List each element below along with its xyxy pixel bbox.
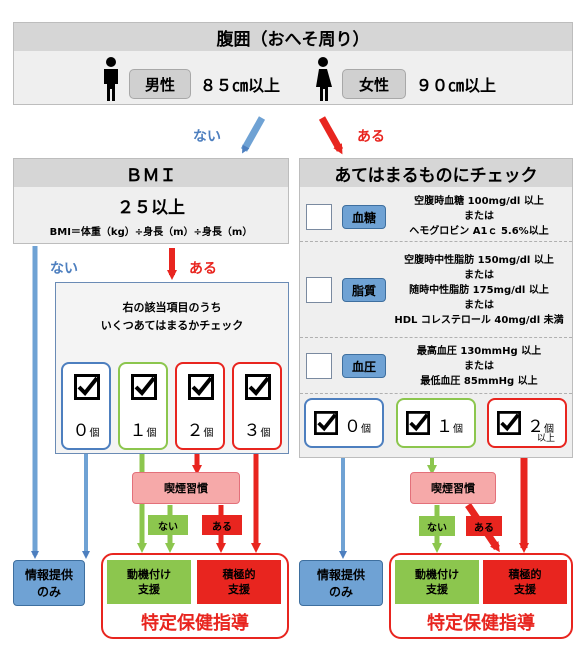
female-value: ９０㎝以上 bbox=[416, 76, 497, 95]
bmi-smoking-no: ない bbox=[148, 515, 188, 535]
waist-title: 腹囲（おへそ周り） bbox=[14, 23, 572, 51]
bmi-yes-label: ある bbox=[189, 261, 217, 277]
check-count-card: １個 bbox=[396, 398, 476, 448]
count-suffix: 以上 bbox=[537, 434, 556, 444]
check-item-condition: HDL コレステロール 40mg/dl 未満 bbox=[394, 315, 564, 326]
bmi-count-card: ３個 bbox=[232, 362, 282, 450]
check-item-condition: 随時中性脂肪 175mg/dl 以上 bbox=[409, 285, 549, 296]
bmi-info-line2: のみ bbox=[36, 585, 61, 599]
check-item-row: 血圧 最高血圧 130mmHg 以上または最低血圧 85mmHg 以上 bbox=[300, 338, 572, 394]
check-guidance-label: 特定保健指導 bbox=[427, 613, 535, 634]
bmi-formula: BMI＝体重（kg）÷身長（m）÷身長（m） bbox=[49, 226, 253, 238]
arrow-waist-no bbox=[240, 116, 266, 154]
empty-checkbox-icon[interactable] bbox=[306, 277, 332, 303]
count-number: ３ bbox=[243, 421, 261, 441]
bmi-guidance-label: 特定保健指導 bbox=[141, 613, 249, 634]
check-item-condition: または bbox=[464, 211, 494, 222]
waist-no-label: ない bbox=[193, 129, 221, 145]
check-smoking-box: 喫煙習慣 bbox=[410, 472, 496, 504]
bmi-active-line1: 積極的 bbox=[222, 568, 256, 581]
bmi-active-line2: 支援 bbox=[228, 583, 250, 596]
checkbox-checked-icon bbox=[245, 374, 271, 404]
bmi-info-line1: 情報提供 bbox=[24, 568, 73, 582]
check-info-line2: のみ bbox=[328, 585, 353, 599]
bmi-smoking-box: 喫煙習慣 bbox=[132, 472, 240, 504]
count-unit: 個 bbox=[544, 424, 554, 435]
bmi-question-line2: いくつあてはまるかチェック bbox=[100, 319, 244, 332]
checkbox-checked-icon bbox=[74, 374, 100, 404]
check-motivation-support: 動機付け 支援 bbox=[395, 560, 479, 604]
bmi-motivation-line2: 支援 bbox=[138, 583, 160, 596]
check-count-card: ０個 bbox=[304, 398, 384, 448]
check-active-support: 積極的 支援 bbox=[483, 560, 567, 604]
empty-checkbox-icon[interactable] bbox=[306, 353, 332, 379]
check-smoking-no: ない bbox=[419, 516, 455, 536]
bmi-smoking-yes: ある bbox=[202, 515, 242, 535]
count-number: ２ bbox=[527, 417, 544, 437]
bmi-count-card: ０個 bbox=[61, 362, 111, 450]
bmi-info-only: 情報提供 のみ bbox=[13, 560, 85, 606]
female-icon bbox=[316, 57, 332, 101]
check-title: あてはまるものにチェック bbox=[300, 159, 572, 187]
count-unit: 個 bbox=[89, 428, 100, 439]
check-item-label: 脂質 bbox=[342, 278, 386, 302]
bmi-threshold: ２５以上 bbox=[117, 197, 185, 218]
empty-checkbox-icon[interactable] bbox=[306, 204, 332, 230]
check-count-card: ２個以上 bbox=[487, 398, 567, 448]
count-number: １ bbox=[129, 421, 147, 441]
male-value: ８５㎝以上 bbox=[200, 76, 281, 95]
bmi-motivation-support: 動機付け 支援 bbox=[107, 560, 191, 604]
bmi-no-label: ない bbox=[50, 261, 78, 277]
waist-yes-label: ある bbox=[357, 129, 385, 145]
bmi-question-line1: 右の該当項目のうち bbox=[122, 301, 222, 314]
check-item-row: 血糖 空腹時血糖 100mg/dl 以上またはヘモグロビン A1ｃ 5.6%以上 bbox=[300, 191, 572, 242]
male-label: 男性 bbox=[129, 69, 191, 99]
count-number: ０ bbox=[344, 417, 361, 437]
check-item-condition: 最高血圧 130mmHg 以上 bbox=[416, 346, 542, 357]
check-item-condition: 空腹時血糖 100mg/dl 以上 bbox=[414, 196, 544, 207]
checkbox-checked-icon bbox=[314, 411, 338, 439]
bmi-count-card: １個 bbox=[118, 362, 168, 450]
bmi-guidance-frame: 動機付け 支援 積極的 支援 特定保健指導 bbox=[101, 553, 289, 639]
check-item-row: 脂質空腹時中性脂肪 150mg/dl 以上または随時中性脂肪 175mg/dl … bbox=[300, 242, 572, 338]
checkbox-checked-icon bbox=[131, 374, 157, 404]
check-motivation-line1: 動機付け bbox=[415, 568, 459, 581]
check-active-line2: 支援 bbox=[514, 583, 536, 596]
check-item-condition: ヘモグロビン A1ｃ 5.6%以上 bbox=[409, 226, 549, 237]
male-icon bbox=[104, 57, 118, 101]
checkbox-checked-icon bbox=[406, 411, 430, 439]
bmi-panel: ＢＭＩ ２５以上 BMI＝体重（kg）÷身長（m）÷身長（m） bbox=[13, 158, 289, 244]
count-number: ２ bbox=[186, 421, 204, 441]
check-info-line1: 情報提供 bbox=[316, 568, 365, 582]
bmi-active-support: 積極的 支援 bbox=[197, 560, 281, 604]
check-info-only: 情報提供 のみ bbox=[299, 560, 383, 606]
check-motivation-line2: 支援 bbox=[426, 583, 448, 596]
count-unit: 個 bbox=[260, 428, 271, 439]
check-active-line1: 積極的 bbox=[508, 568, 542, 581]
count-unit: 個 bbox=[203, 428, 214, 439]
check-item-condition: または bbox=[464, 300, 494, 311]
check-item-condition: または bbox=[464, 270, 494, 281]
female-label: 女性 bbox=[342, 69, 406, 99]
bmi-motivation-line1: 動機付け bbox=[127, 568, 171, 581]
bmi-count-card: ２個 bbox=[175, 362, 225, 450]
arrow-waist-yes bbox=[318, 116, 344, 155]
check-item-condition: 空腹時中性脂肪 150mg/dl 以上 bbox=[404, 255, 554, 266]
count-unit: 個 bbox=[146, 428, 157, 439]
count-number: ０ bbox=[72, 421, 90, 441]
check-item-condition: 最低血圧 85mmHg 以上 bbox=[420, 376, 538, 387]
check-guidance-frame: 動機付け 支援 積極的 支援 特定保健指導 bbox=[389, 553, 573, 639]
checkbox-checked-icon bbox=[497, 411, 521, 439]
check-smoking-yes: ある bbox=[466, 516, 502, 536]
count-unit: 個 bbox=[361, 424, 371, 435]
count-number: １ bbox=[436, 417, 453, 437]
check-item-label: 血圧 bbox=[342, 354, 386, 378]
bmi-title: ＢＭＩ bbox=[14, 159, 288, 187]
count-unit: 個 bbox=[453, 424, 463, 435]
check-item-condition: または bbox=[464, 361, 494, 372]
checkbox-checked-icon bbox=[188, 374, 214, 404]
waist-panel: 腹囲（おへそ周り） 男性 ８５㎝以上 女性 ９０㎝以上 bbox=[13, 22, 573, 105]
check-item-label: 血糖 bbox=[342, 205, 386, 229]
